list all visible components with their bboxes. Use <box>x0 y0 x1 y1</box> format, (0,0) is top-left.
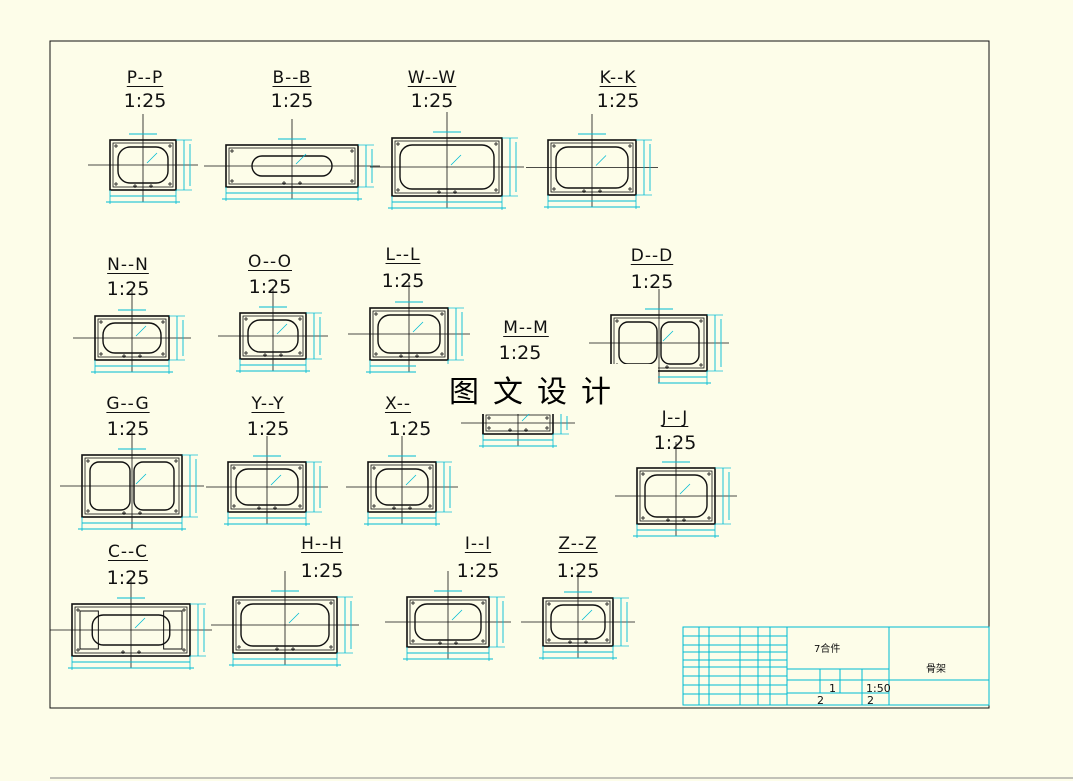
quantity: 1 <box>829 682 836 695</box>
leader-radius <box>270 474 282 486</box>
section-title-hh: H--H <box>301 534 343 554</box>
section-view-ll <box>348 282 470 374</box>
section-scale-yy: 1:25 <box>246 418 290 440</box>
opening-right <box>660 321 700 365</box>
title-block <box>682 626 990 706</box>
section-scale-x: 1:25 <box>388 418 432 440</box>
leader-radius <box>276 323 288 335</box>
section-view-gg <box>60 429 204 531</box>
assembly-label: 7合件 <box>814 644 841 655</box>
section-scale-bb: 1:25 <box>270 90 314 112</box>
section-scale-dd: 1:25 <box>630 271 674 293</box>
section-title-nn: N--N <box>107 255 149 275</box>
scale-value: 1:50 <box>866 682 891 695</box>
opening <box>555 146 629 189</box>
section-view-ii <box>385 571 511 661</box>
section-title-cc: C--C <box>107 542 148 562</box>
section-view-hh <box>211 571 359 667</box>
leader-radius <box>295 153 307 165</box>
section-view-bb <box>204 119 380 201</box>
section-title-dd: D--D <box>630 246 674 266</box>
leader-radius <box>405 474 417 486</box>
leader-radius <box>288 612 300 624</box>
section-scale-jj: 1:25 <box>653 432 697 454</box>
opening <box>240 603 330 647</box>
opening <box>399 144 495 190</box>
section-title-yy: Y--Y <box>251 394 285 414</box>
leader-radius <box>135 473 147 485</box>
section-view-zz <box>521 572 635 660</box>
section-scale-hh: 1:25 <box>300 560 344 582</box>
leader-radius <box>581 609 593 621</box>
section-title-bb: B--B <box>272 68 312 88</box>
opening <box>644 474 708 518</box>
section-scale-zz: 1:25 <box>556 560 600 582</box>
section-view-cc <box>50 578 212 670</box>
opening-main <box>91 614 171 646</box>
opening <box>414 603 482 641</box>
section-title-jj: J--J <box>661 408 689 428</box>
leader-radius <box>146 152 158 164</box>
section-title-pp: P--P <box>126 68 164 88</box>
opening-right <box>133 461 175 511</box>
section-scale-ww: 1:25 <box>410 90 454 112</box>
section-view-oo <box>218 287 328 373</box>
section-scale-gg: 1:25 <box>106 418 150 440</box>
section-title-mm: M--M <box>503 318 549 338</box>
watermark-banner: 图文设计 <box>416 364 658 414</box>
section-view-kk <box>526 114 658 209</box>
sheet-border <box>49 40 990 709</box>
section-view-yy <box>206 436 328 526</box>
leader-radius <box>595 155 607 166</box>
opening-slot <box>251 155 333 177</box>
section-title-gg: G--G <box>106 394 150 414</box>
section-title-zz: Z--Z <box>558 534 598 554</box>
leader-radius <box>662 330 674 342</box>
leader-radius <box>679 483 691 495</box>
section-title-ii: I--I <box>464 534 492 554</box>
leader-radius <box>451 609 463 621</box>
opening <box>375 468 429 506</box>
section-scale-nn: 1:25 <box>106 278 150 300</box>
section-title-ll: L--L <box>385 245 421 265</box>
section-view-nn <box>73 290 191 374</box>
section-view-ww <box>370 112 524 210</box>
section-title-x: X-- <box>384 394 412 414</box>
section-scale-oo: 1:25 <box>248 276 292 298</box>
opening-left <box>89 461 131 511</box>
opening <box>377 314 441 354</box>
section-scale-cc: 1:25 <box>106 567 150 589</box>
leader-radius <box>450 154 462 166</box>
section-title-kk: K--K <box>599 68 637 88</box>
opening <box>550 604 606 640</box>
section-view-x <box>346 436 458 526</box>
section-view-jj <box>615 442 737 538</box>
opening <box>117 146 169 184</box>
section-view-pp <box>88 114 198 204</box>
opening <box>235 468 299 506</box>
stiffener-right <box>163 610 183 650</box>
leader-radius <box>134 617 146 629</box>
stiffener-left <box>79 610 99 650</box>
opening <box>102 322 162 354</box>
part-name: 骨架 <box>926 664 946 675</box>
leader-radius <box>412 321 424 333</box>
leader-radius <box>135 325 147 337</box>
sheets-total: 2 <box>817 694 824 707</box>
section-scale-kk: 1:25 <box>596 90 640 112</box>
section-scale-pp: 1:25 <box>123 90 167 112</box>
section-title-ww: W--W <box>407 68 457 88</box>
opening <box>247 319 299 353</box>
section-scale-ii: 1:25 <box>456 560 500 582</box>
section-scale-ll: 1:25 <box>381 270 425 292</box>
sheet-number: 2 <box>867 694 874 707</box>
section-scale-mm: 1:25 <box>498 342 542 364</box>
section-title-oo: O--O <box>248 252 292 272</box>
